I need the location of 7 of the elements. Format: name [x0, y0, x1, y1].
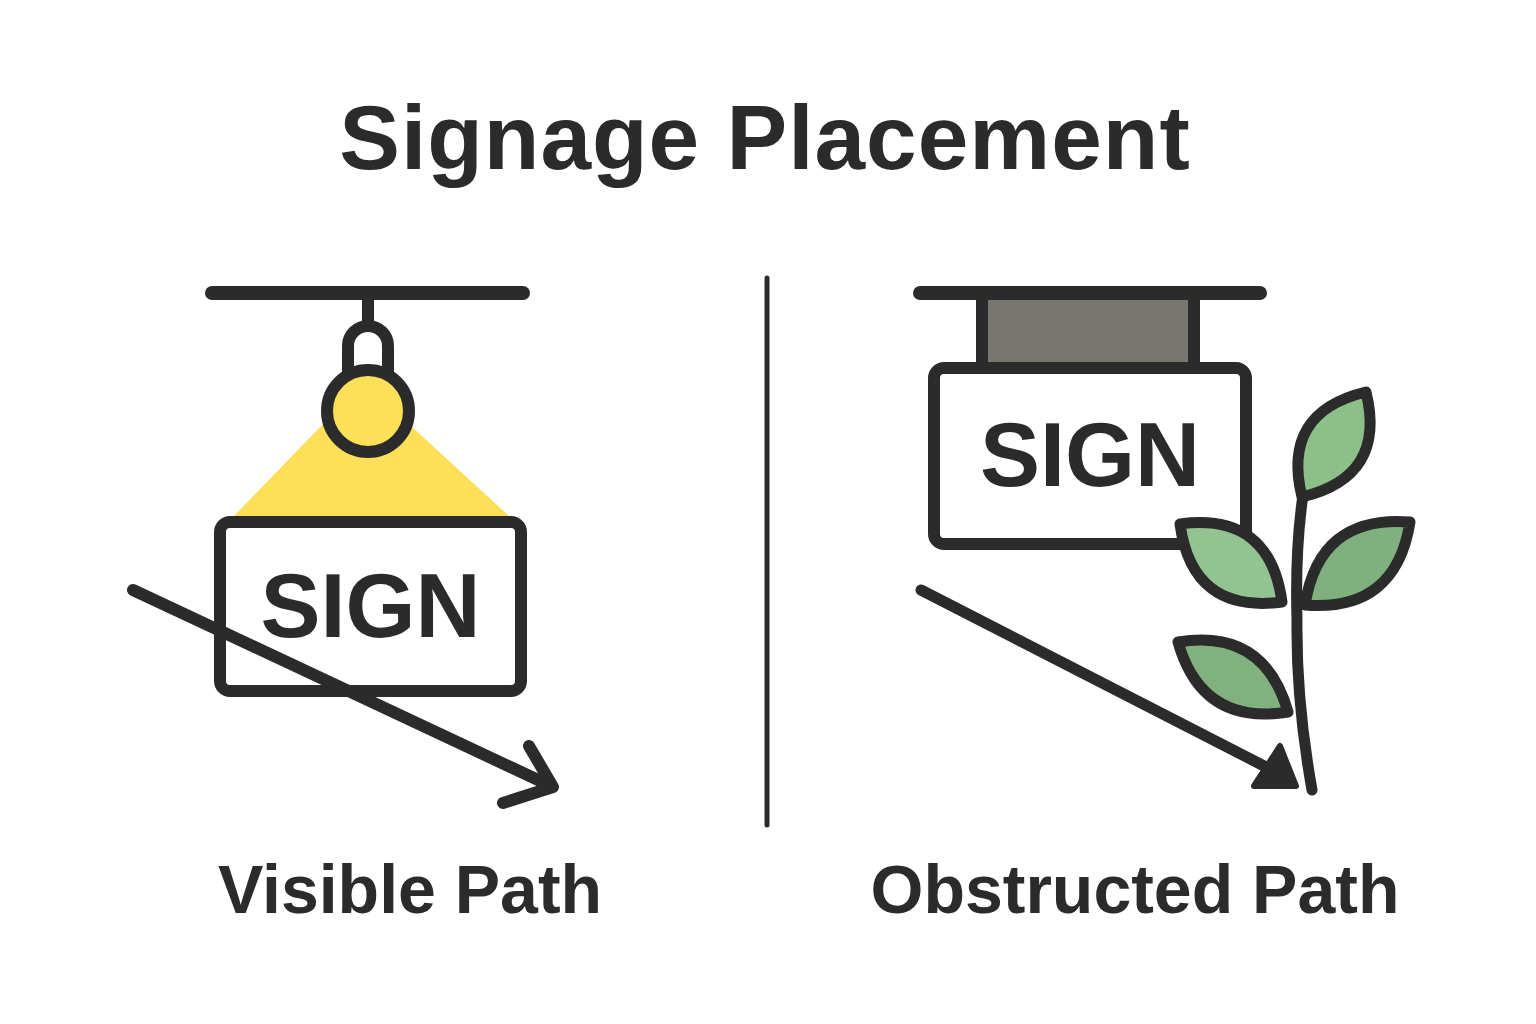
sign-text: SIGN: [260, 572, 481, 641]
sign-board: [928, 362, 1252, 550]
title: Signage Placement: [339, 86, 1191, 190]
caption: Obstructed Path: [870, 852, 1400, 927]
sign-text: SIGN: [979, 422, 1200, 490]
sign-board: [214, 516, 527, 697]
caption: Visible Path: [217, 852, 603, 927]
